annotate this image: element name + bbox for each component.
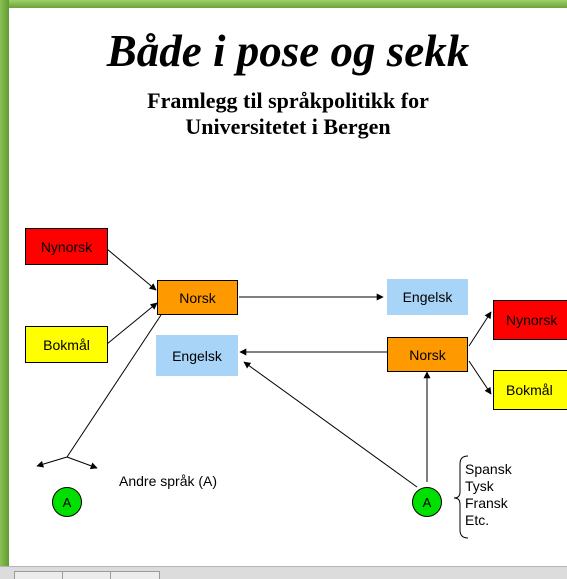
norsk-label: Norsk — [409, 346, 446, 363]
engelsk-box-top: Engelsk — [387, 279, 468, 315]
arrow-norsk-to-bokmal — [468, 360, 492, 395]
circle-label: A — [62, 494, 72, 510]
language-list-item: Spansk — [465, 461, 512, 477]
arrow-nynorsk-to-norsk — [106, 248, 157, 291]
nynorsk-label: Nynorsk — [506, 312, 558, 328]
slide-title: Både i pose og sekk — [106, 26, 470, 76]
engelsk-label: Engelsk — [172, 347, 222, 364]
window-frame-top — [0, 0, 567, 8]
language-list-item: Etc. — [465, 512, 490, 528]
arrow-circle-to-engelsk — [243, 361, 418, 488]
arrow-norsk-to-nynorsk — [468, 311, 492, 347]
bokmal-label: Bokmål — [43, 336, 90, 353]
circle-label: A — [422, 494, 432, 510]
nynorsk-box-left: Nynorsk — [25, 228, 108, 265]
norsk-label: Norsk — [179, 289, 216, 306]
slide-subtitle-line1: Framlegg til språkpolitikk for — [147, 88, 429, 113]
arrow-bokmal-to-norsk — [106, 302, 158, 345]
bokmal-label: Bokmål — [506, 382, 553, 398]
norsk-box-right: Norsk — [387, 337, 468, 372]
line-norsk-down — [66, 314, 162, 458]
language-list-item: Fransk — [465, 495, 508, 511]
engelsk-box-mid: Engelsk — [156, 335, 238, 376]
arrow-branch-left — [36, 456, 68, 468]
slide-page: Både i pose og sekk Framlegg til språkpo… — [9, 8, 567, 566]
window-frame-left — [0, 0, 9, 578]
bokmal-box-left: Bokmål — [25, 326, 108, 363]
andre-sprak-label: Andre språk (A) — [119, 473, 218, 489]
andre-sprak-circle-left: A — [52, 487, 82, 517]
nynorsk-box-right: Nynorsk — [493, 300, 567, 340]
nynorsk-label: Nynorsk — [40, 238, 93, 255]
slide-subtitle-line2: Universitetet i Bergen — [185, 114, 391, 139]
andre-sprak-circle-right: A — [412, 487, 442, 517]
connector-arrows — [36, 248, 492, 539]
arrow-branch-right — [66, 456, 98, 470]
language-list-item: Tysk — [465, 478, 494, 494]
engelsk-label: Engelsk — [402, 289, 453, 305]
sheet-tab[interactable] — [110, 571, 160, 579]
bokmal-box-right: Bokmål — [493, 370, 567, 410]
norsk-box-left: Norsk — [157, 280, 238, 315]
language-brace — [453, 455, 469, 539]
